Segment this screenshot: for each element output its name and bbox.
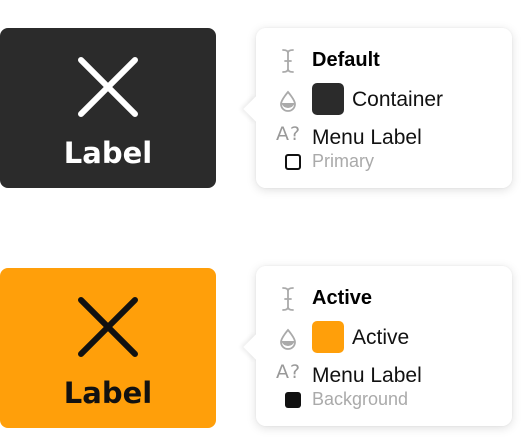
tile-label: Label <box>63 376 153 410</box>
spec-card-active: Active Active A? Menu Label Background <box>243 266 512 426</box>
menu-tile-active[interactable]: Label <box>0 268 216 428</box>
menu-tile-default[interactable]: Label <box>0 28 216 188</box>
card-body: Default Container A? Menu Label Primary <box>256 28 512 188</box>
text-color-swatch <box>285 392 301 408</box>
droplet-icon <box>280 90 296 112</box>
text-color-swatch <box>285 154 301 170</box>
tile-label: Label <box>63 136 153 170</box>
typography-icon: A? <box>276 123 302 145</box>
text-color-name: Background <box>312 389 409 409</box>
card-body: Active Active A? Menu Label Background <box>256 266 512 426</box>
text-cursor-icon <box>282 287 294 311</box>
typography-icon: A? <box>276 361 302 383</box>
state-title: Active <box>312 287 373 309</box>
swatch-name: Container <box>352 88 444 111</box>
droplet-icon <box>280 328 296 350</box>
close-icon <box>78 57 138 117</box>
swatch-name: Active <box>352 326 410 349</box>
spec-card-default: Default Container A? Menu Label Primary <box>243 28 512 188</box>
close-icon <box>78 297 138 357</box>
text-cursor-icon <box>282 49 294 73</box>
state-title: Default <box>312 49 380 71</box>
text-color-name: Primary <box>312 151 374 171</box>
type-style-name: Menu Label <box>312 126 422 149</box>
color-swatch <box>312 83 344 115</box>
type-style-name: Menu Label <box>312 364 422 387</box>
color-swatch <box>312 321 344 353</box>
